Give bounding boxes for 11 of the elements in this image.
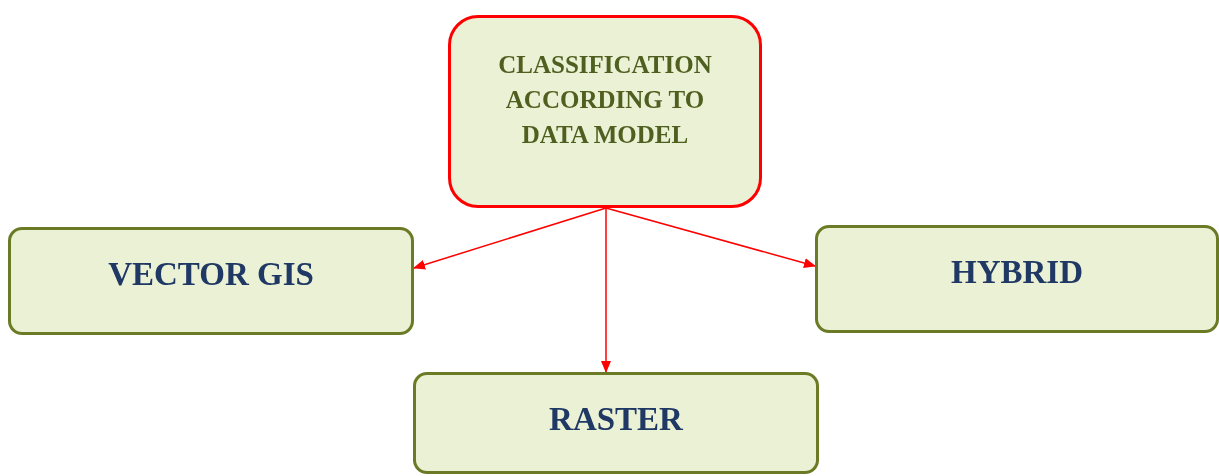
category-box: [448, 15, 762, 208]
type-box: [815, 225, 1219, 333]
box-label: RASTER: [549, 400, 683, 439]
box-label: VECTOR GIS: [108, 255, 314, 294]
arrow: [601, 207, 611, 373]
arrow: [413, 207, 607, 270]
type-box: [8, 227, 414, 335]
arrow: [605, 207, 816, 268]
box-title: CLASSIFICATION ACCORDING TO DATA MODEL: [497, 50, 713, 150]
type-box: [413, 372, 819, 474]
box-label: HYBRID: [951, 253, 1083, 292]
